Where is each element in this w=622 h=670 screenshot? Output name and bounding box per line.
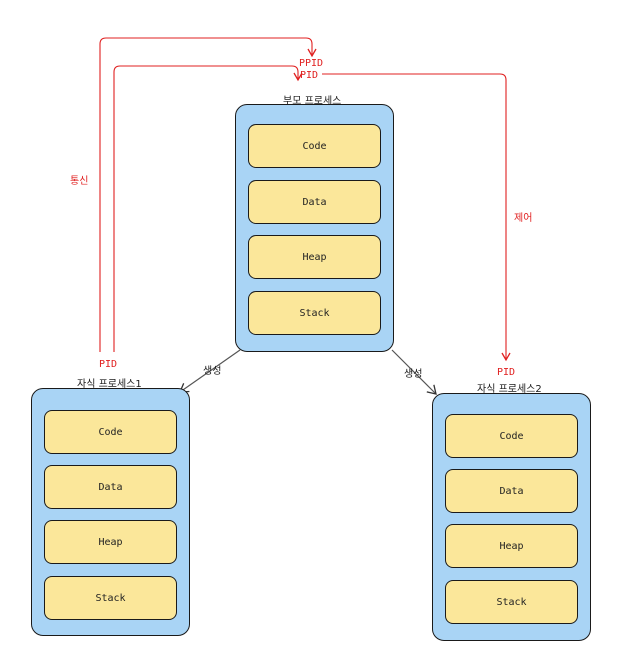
child1-segment-code: Code <box>44 410 177 454</box>
create-arrow-right <box>391 349 437 395</box>
parent-segment-heap: Heap <box>248 235 381 279</box>
control-arrow <box>322 73 511 362</box>
communication-label: 통신 <box>70 176 89 187</box>
parent-process-title: 부모 프로세스 <box>283 96 342 107</box>
create-label-left: 생성 <box>203 366 222 377</box>
child2-segment-code: Code <box>445 414 578 458</box>
parent-ppid-label: PPID <box>299 58 324 69</box>
child1-process-box: Code Data Heap Stack <box>31 388 190 636</box>
control-label: 제어 <box>514 213 533 224</box>
child1-segment-data: Data <box>44 465 177 509</box>
child2-segment-data: Data <box>445 469 578 513</box>
child2-process-box: Code Data Heap Stack <box>432 393 591 641</box>
parent-process-box: Code Data Heap Stack <box>235 104 394 352</box>
parent-segment-stack: Stack <box>248 291 381 335</box>
child1-segment-stack: Stack <box>44 576 177 620</box>
child1-pid-label: PID <box>99 359 118 370</box>
child1-segment-heap: Heap <box>44 520 177 564</box>
child2-segment-stack: Stack <box>445 580 578 624</box>
child2-pid-label: PID <box>497 367 516 378</box>
parent-segment-code: Code <box>248 124 381 168</box>
child2-process-title: 자식 프로세스2 <box>477 384 542 395</box>
child2-segment-heap: Heap <box>445 524 578 568</box>
parent-pid-label: PID <box>300 70 319 81</box>
child1-process-title: 자식 프로세스1 <box>77 379 142 390</box>
create-label-right: 생성 <box>404 369 423 380</box>
create-arrow-left <box>178 349 241 393</box>
parent-segment-data: Data <box>248 180 381 224</box>
communication-arrow-inner <box>113 65 303 352</box>
communication-arrow-outer <box>99 37 317 352</box>
